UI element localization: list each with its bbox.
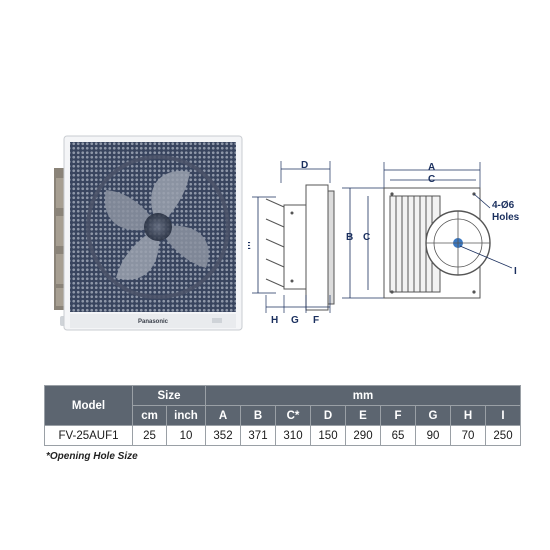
table-cell: 90 — [415, 425, 451, 446]
front-body — [383, 187, 491, 299]
table-cell: 150 — [310, 425, 346, 446]
subheader-cell: inch — [166, 405, 206, 426]
cell-model: FV-25AUF1 — [44, 425, 133, 446]
dim-label-d: D — [301, 160, 308, 171]
table-row: FV-25AUF1 25 10 352 371 310 150 290 65 9… — [44, 425, 521, 446]
table-cell: 25 — [132, 425, 167, 446]
table-cell: 352 — [205, 425, 241, 446]
table-header-row: Model Size mm — [44, 385, 521, 426]
subheader-cell: A — [205, 405, 241, 426]
subheader-cell: cm — [132, 405, 167, 426]
subheader-cell: C* — [275, 405, 311, 426]
table-cell: 371 — [240, 425, 276, 446]
subheader-cell: E — [345, 405, 381, 426]
footnote: *Opening Hole Size — [46, 451, 138, 462]
subheader-cell: I — [485, 405, 521, 426]
exhaust-fan-image: Panasonic — [54, 135, 243, 331]
holes-label-line2: Holes — [492, 212, 520, 223]
subheader-cell: F — [380, 405, 416, 426]
table-cell: 70 — [450, 425, 486, 446]
holes-label-line1: 4-Ø6 — [492, 200, 515, 211]
table-cell: 65 — [380, 425, 416, 446]
subheader-cell: G — [415, 405, 451, 426]
header-model: Model — [44, 385, 133, 426]
header-mm: mm — [205, 385, 521, 406]
spec-table: Model Size mm cm inch A B C* D E F G H I… — [44, 385, 521, 446]
dim-label-h: H — [271, 315, 278, 325]
front-view-drawing: A C B C 4-Ø6 Holes I — [342, 162, 520, 299]
dim-label-e: E — [248, 241, 251, 252]
dim-label-i: I — [514, 266, 517, 277]
side-view-drawing: D E H G F — [248, 160, 335, 325]
side-body — [265, 184, 335, 311]
subheader-cell: H — [450, 405, 486, 426]
dim-label-c-left: C — [363, 232, 370, 243]
table-cell: 250 — [485, 425, 521, 446]
dim-label-c-top: C — [428, 174, 435, 185]
dim-label-a: A — [428, 162, 435, 173]
dim-label-g: G — [291, 315, 299, 325]
brand-logo: Panasonic — [138, 319, 169, 325]
dim-label-f: F — [313, 315, 319, 325]
table-cell: 290 — [345, 425, 381, 446]
fan-blades — [86, 155, 230, 299]
table-subheader-row: cm inch A B C* D E F G H I — [45, 405, 521, 426]
table-cell: 310 — [275, 425, 311, 446]
table-cell: 10 — [166, 425, 206, 446]
subheader-cell: B — [240, 405, 276, 426]
header-size: Size — [132, 385, 206, 406]
subheader-cell: D — [310, 405, 346, 426]
dim-label-b: B — [346, 232, 353, 243]
